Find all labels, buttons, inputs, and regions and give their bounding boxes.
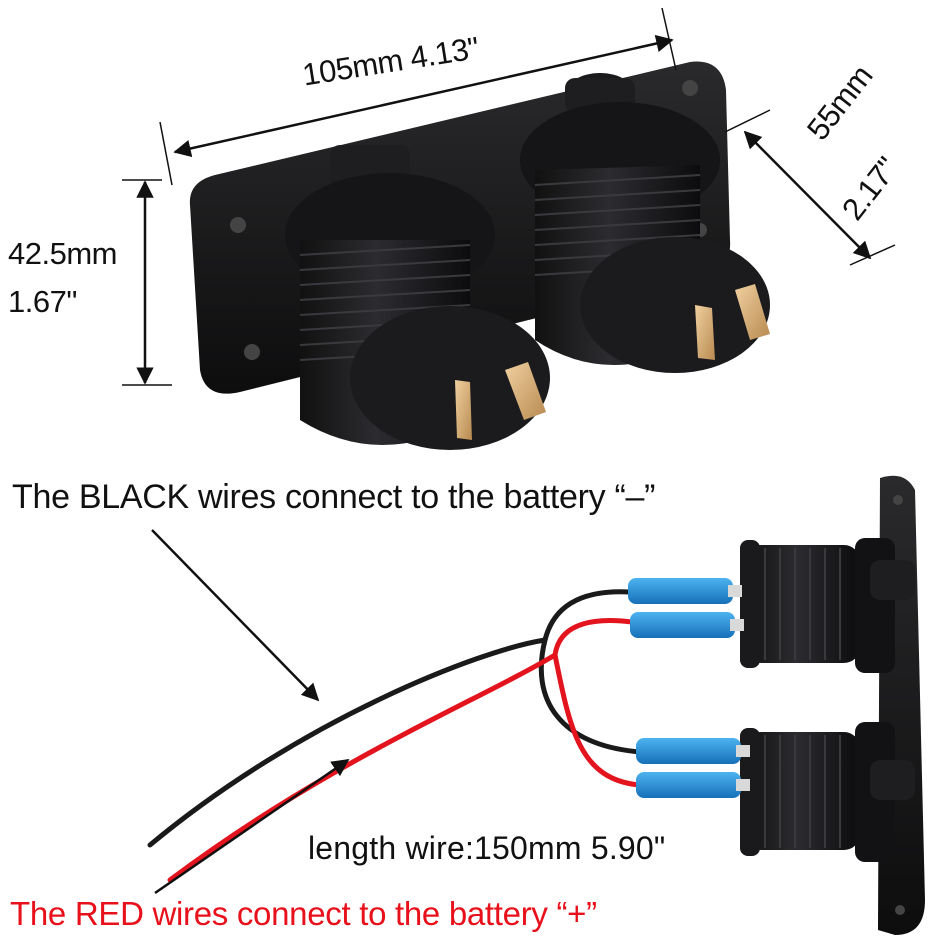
dual-socket-panel-side bbox=[147, 475, 925, 935]
height-dimension-inch-label: 1.67" bbox=[8, 284, 77, 319]
red-wire bbox=[552, 652, 643, 788]
blue-terminal bbox=[636, 738, 750, 764]
socket-lower-side bbox=[740, 722, 915, 862]
wires bbox=[147, 589, 643, 883]
socket-right bbox=[520, 73, 770, 373]
red-wires-caption: The RED wires connect to the battery “+” bbox=[10, 895, 597, 932]
red-wire-pointer-arrow bbox=[154, 758, 350, 895]
blue-terminal bbox=[628, 578, 742, 604]
black-wire bbox=[147, 636, 643, 848]
height-dimension-mm-label: 42.5mm bbox=[8, 236, 117, 271]
depth-dimension-arrow bbox=[743, 130, 872, 260]
black-wires-caption: The BLACK wires connect to the battery “… bbox=[12, 478, 656, 516]
black-wire-pointer-arrow bbox=[151, 529, 320, 702]
width-dimension-arrow bbox=[173, 34, 674, 158]
socket-upper-side bbox=[740, 538, 915, 673]
mounting-hole bbox=[244, 344, 260, 360]
black-wire bbox=[542, 589, 633, 643]
mounting-hole bbox=[230, 217, 246, 233]
blue-terminal bbox=[636, 772, 750, 798]
mounting-hole bbox=[682, 80, 698, 96]
dual-socket-panel-top bbox=[122, 7, 896, 450]
blue-terminal bbox=[630, 612, 744, 638]
red-wire bbox=[167, 618, 635, 883]
wire-length-caption: length wire:150mm 5.90" bbox=[308, 830, 666, 866]
